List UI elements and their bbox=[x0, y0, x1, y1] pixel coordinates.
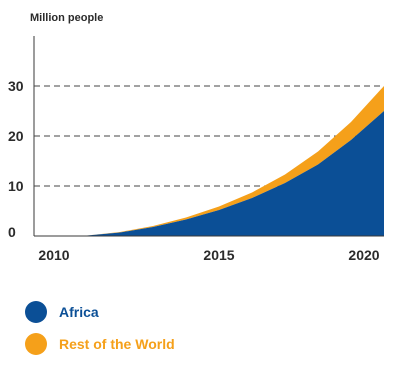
legend: Africa Rest of the World bbox=[25, 301, 175, 366]
legend-swatch-africa bbox=[25, 301, 47, 323]
chart: Million people 0 10 20 30 2010 2015 2020 bbox=[8, 12, 384, 263]
legend-item-africa: Africa bbox=[25, 301, 175, 323]
area-africa bbox=[54, 111, 384, 236]
y-tick-label-10: 10 bbox=[8, 178, 24, 194]
y-tick-label-30: 30 bbox=[8, 78, 24, 94]
y-tick-label-0: 0 bbox=[8, 224, 16, 240]
legend-label-rest-of-world: Rest of the World bbox=[59, 336, 175, 352]
x-tick-label-2010: 2010 bbox=[38, 247, 69, 263]
area-series bbox=[54, 86, 384, 236]
legend-item-rest-of-world: Rest of the World bbox=[25, 333, 175, 355]
y-tick-labels: 0 10 20 30 bbox=[8, 78, 24, 240]
x-tick-label-2015: 2015 bbox=[203, 247, 234, 263]
area-rest-of-the-world bbox=[54, 86, 384, 236]
y-tick-label-20: 20 bbox=[8, 128, 24, 144]
x-tick-label-2020: 2020 bbox=[348, 247, 379, 263]
x-tick-labels: 2010 2015 2020 bbox=[38, 247, 379, 263]
legend-swatch-rest-of-world bbox=[25, 333, 47, 355]
y-unit-label: Million people bbox=[30, 12, 103, 24]
legend-label-africa: Africa bbox=[59, 304, 99, 320]
